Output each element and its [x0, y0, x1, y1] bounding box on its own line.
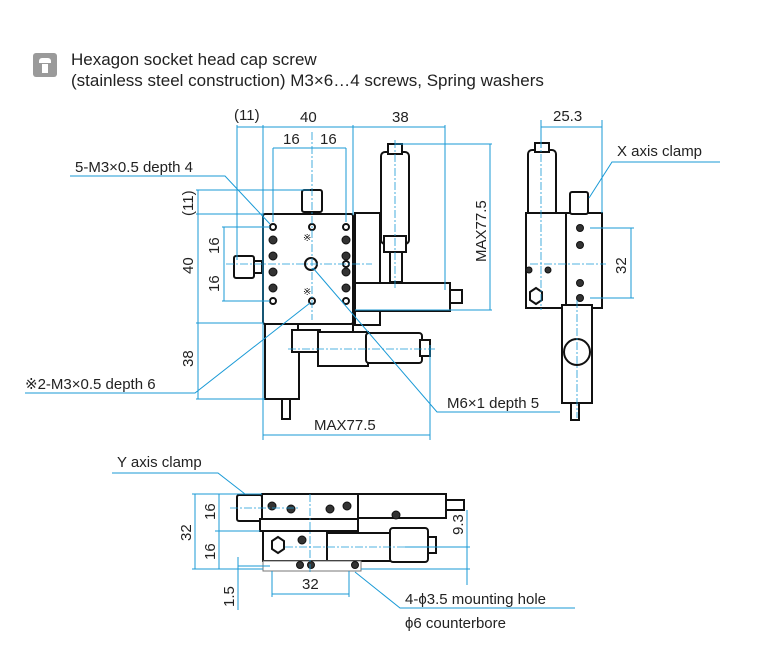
dim-16-b: 16 — [320, 131, 337, 148]
dim-16-a: 16 — [283, 131, 300, 148]
x-lower-bar — [354, 282, 451, 312]
hex-socket-screw-icon — [33, 53, 57, 77]
dim-16-front-a: 16 — [202, 503, 219, 520]
block-screws — [268, 223, 351, 305]
dim-38-left: 38 — [180, 350, 197, 367]
y-micrometer-cap — [419, 339, 431, 357]
x-axis-clamp-label: X axis clamp — [617, 143, 702, 160]
x-clamp-knob — [569, 191, 589, 215]
front-micrometer-cap — [427, 536, 437, 554]
side-screws — [525, 224, 584, 302]
dim-25-3: 25.3 — [553, 108, 582, 125]
header-line-2: (stainless steel construction) M3×6…4 sc… — [71, 71, 544, 90]
dim-40-top: 40 — [300, 109, 317, 126]
dim-32-side: 32 — [613, 257, 630, 274]
dim-max-bottom: MAX77.5 — [314, 417, 376, 434]
y-axis-clamp-label: Y axis clamp — [117, 454, 202, 471]
mark-symbol-lower: ※ — [303, 287, 311, 298]
front-shaft — [445, 499, 465, 511]
dim-9-3: 9.3 — [450, 514, 467, 535]
y-arm-tip — [281, 398, 291, 420]
y-micrometer-thimble — [365, 332, 423, 364]
dim-1-5: 1.5 — [221, 586, 238, 607]
callout-rear-holes: ※2-M3×0.5 depth 6 — [25, 376, 156, 393]
front-view-dimensions — [112, 472, 575, 610]
counterbore-label: ϕ6 counterbore — [405, 615, 506, 632]
front-screws — [267, 501, 401, 569]
dim-11-left: (11) — [180, 190, 197, 216]
front-micrometer-thimble — [389, 527, 429, 563]
top-view-dimensions — [25, 125, 560, 440]
dim-16-left-b: 16 — [206, 275, 223, 292]
dim-38-top: 38 — [392, 109, 409, 126]
x-shaft — [449, 289, 463, 304]
front-middle — [259, 518, 359, 532]
side-micrometer-cap — [534, 142, 550, 153]
dim-32-front-left: 32 — [178, 524, 195, 541]
x-micrometer-spindle — [389, 251, 403, 283]
side-right-plate — [565, 212, 603, 309]
dim-max-right: MAX77.5 — [473, 200, 490, 262]
front-hex-nut — [271, 535, 285, 555]
side-hex-nut — [529, 286, 543, 306]
dim-16-left-a: 16 — [206, 237, 223, 254]
callout-tapped-holes: 5-M3×0.5 depth 4 — [75, 159, 193, 176]
callout-center-hole: M6×1 depth 5 — [447, 395, 539, 412]
left-knob-neck — [253, 260, 263, 274]
front-view: Y axis clamp 16 32 16 9.3 1.5 32 4-ϕ3.5 … — [112, 454, 575, 632]
front-upper-bar — [357, 493, 447, 519]
dim-32-front-bottom: 32 — [302, 576, 319, 593]
dim-16-front-b: 16 — [202, 543, 219, 560]
dim-11-top: (11) — [234, 107, 260, 124]
side-view: 25.3 X axis clamp 32 — [525, 108, 720, 421]
header-text: Hexagon socket head cap screw (stainless… — [71, 49, 544, 91]
header-line-1: Hexagon socket head cap screw — [71, 50, 317, 69]
mounting-hole-label: 4-ϕ3.5 mounting hole — [405, 591, 546, 608]
dim-40-left: 40 — [180, 257, 197, 274]
top-view: ※ ※ — [25, 107, 560, 440]
mark-symbol-upper: ※ — [303, 233, 311, 244]
side-tip — [570, 402, 580, 421]
side-view-dimensions — [540, 120, 720, 299]
